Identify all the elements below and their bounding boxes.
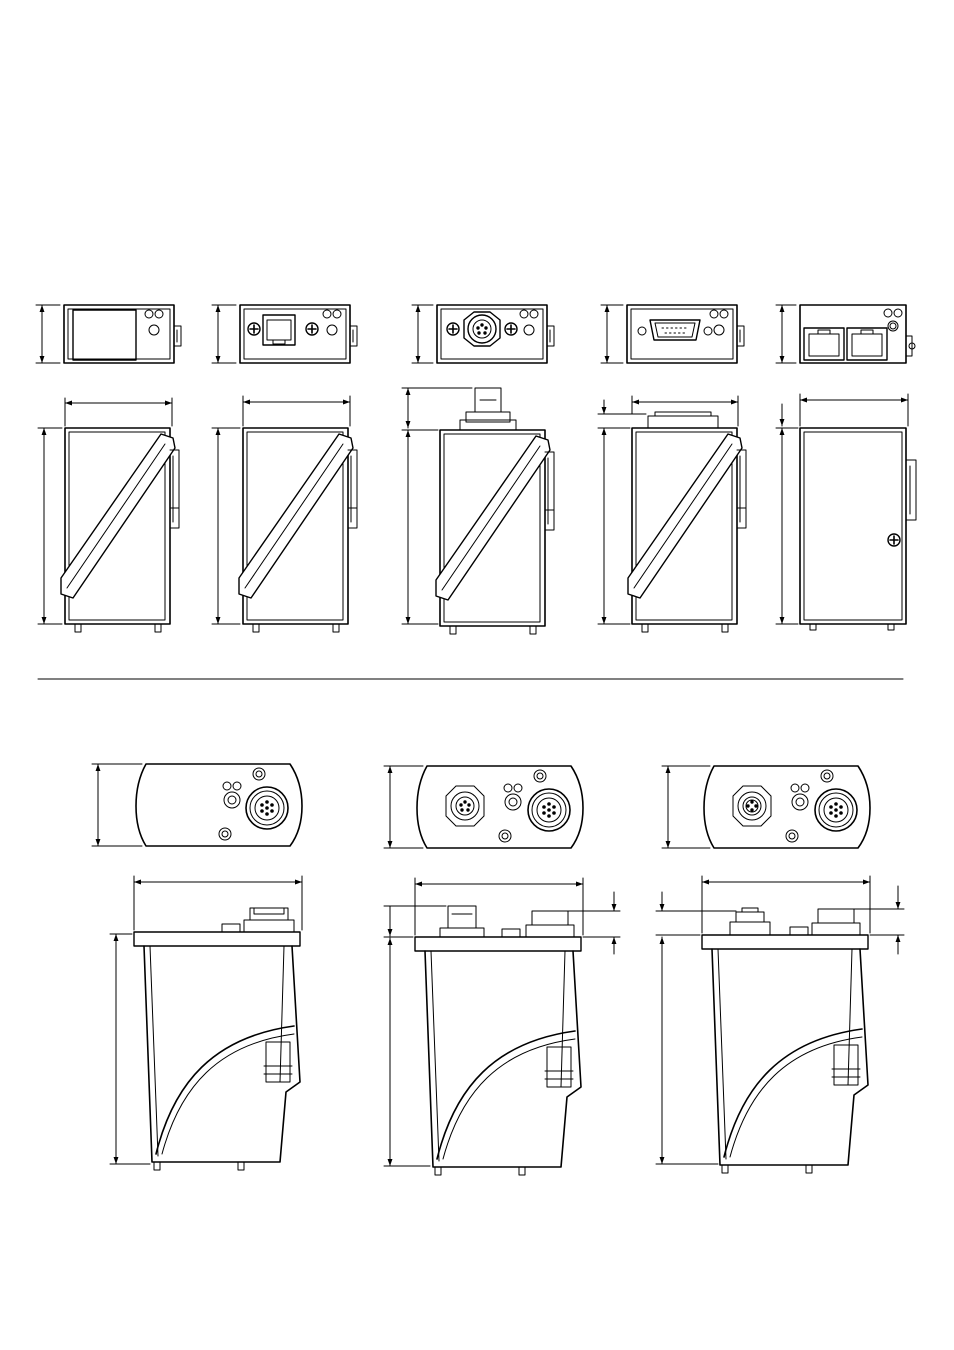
front-view-5 [776,305,915,363]
side-view-a [110,876,302,1171]
front-view-3 [412,305,554,363]
front-view-1 [36,305,181,363]
front-view-a [92,764,302,846]
side-view-2 [212,396,358,633]
front-view-4 [601,305,744,363]
side-view-1 [38,398,180,633]
front-view-2 [212,305,357,363]
side-view-3 [402,388,555,635]
side-view-5 [776,394,916,630]
side-view-4 [598,396,747,633]
side-view-b [384,878,620,1176]
front-view-b [384,766,583,848]
front-view-c [662,766,870,848]
side-view-c [656,876,904,1174]
